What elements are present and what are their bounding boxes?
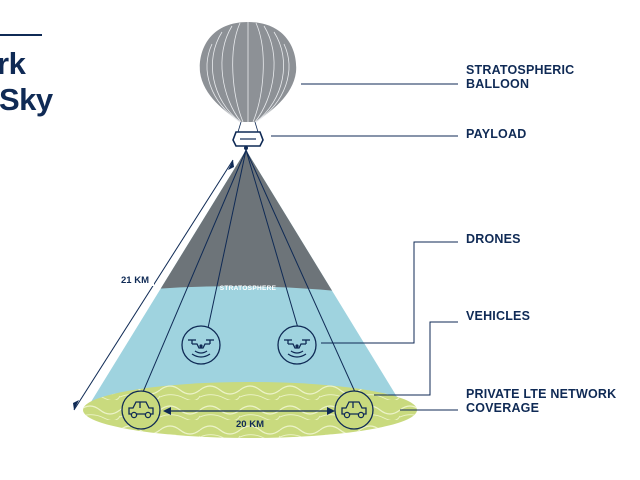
width-label: 20 KM xyxy=(236,419,264,430)
balloon-icon xyxy=(199,22,297,133)
coverage-topography xyxy=(83,382,417,438)
coverage-label-line-1: PRIVATE LTE NETWORK xyxy=(466,387,617,401)
title-rule xyxy=(0,34,42,36)
payload-icon xyxy=(232,131,264,150)
balloon-label-line-1: STRATOSPHERIC xyxy=(466,63,575,77)
vehicle-icon xyxy=(121,390,161,430)
leader-lines xyxy=(271,83,458,411)
altitude-label-bg xyxy=(114,270,154,286)
stratosphere-label: STRATOSPHERE xyxy=(220,285,277,292)
altitude-label: 21 KM xyxy=(121,275,149,286)
balloon-label: STRATOSPHERIC BALLOON xyxy=(466,63,574,91)
vehicles-label: VEHICLES xyxy=(466,309,531,323)
coverage-label-line-2: COVERAGE xyxy=(466,401,540,415)
balloon-label-line-2: BALLOON xyxy=(466,77,530,91)
coverage-label: PRIVATE LTE NETWORK COVERAGE xyxy=(466,387,616,415)
page-title-line-1: rk xyxy=(0,46,26,81)
signal-lines xyxy=(142,149,356,393)
width-arrow xyxy=(163,407,335,415)
drone-icon xyxy=(277,325,317,365)
page-title-line-2: Sky xyxy=(0,82,53,117)
drone-icon xyxy=(181,325,221,365)
payload-label: PAYLOAD xyxy=(466,127,527,141)
drones-label: DRONES xyxy=(466,232,521,246)
vehicle-icon xyxy=(334,390,374,430)
